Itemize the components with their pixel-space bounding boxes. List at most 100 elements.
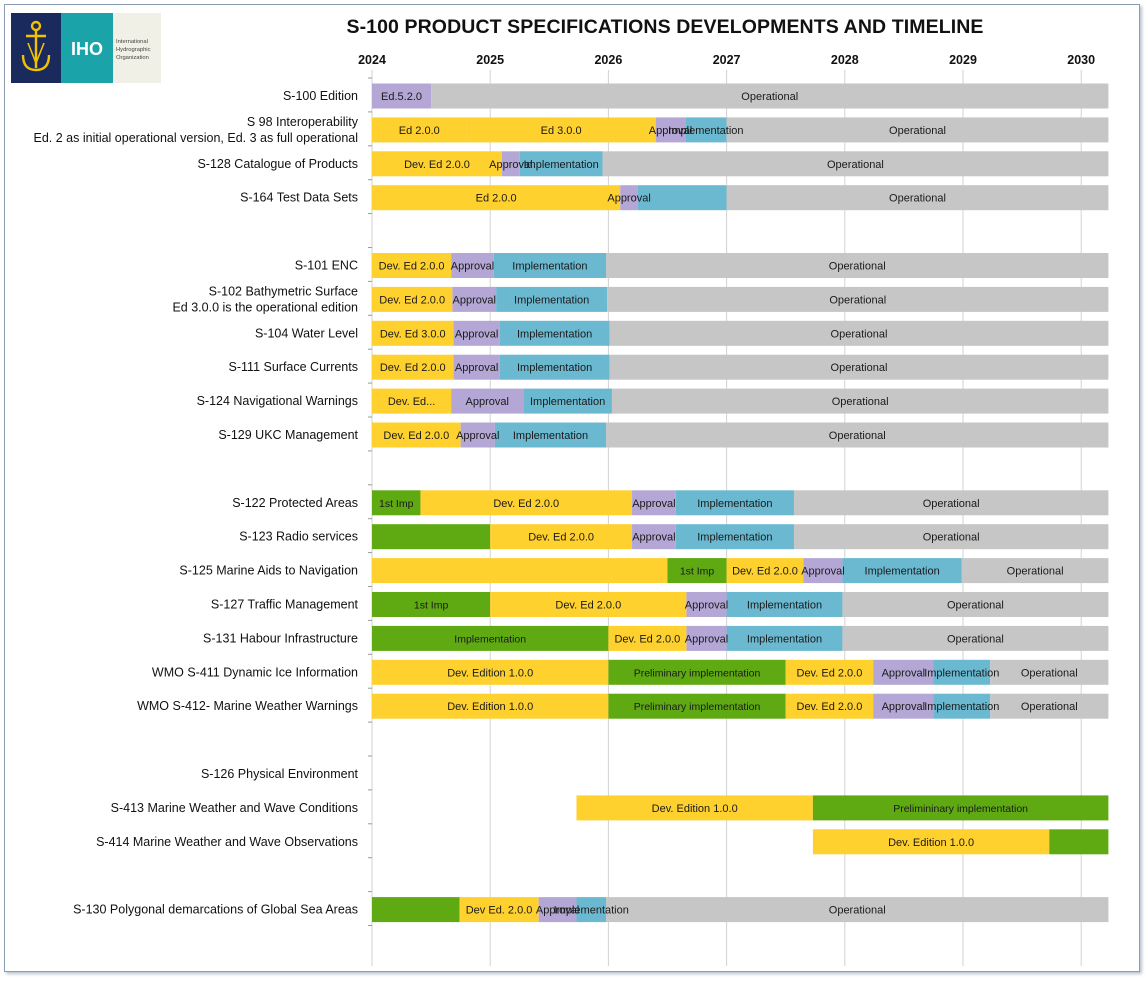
row-label: S-123 Radio services	[239, 530, 358, 544]
gantt-bar-label: 1st Imp	[379, 498, 414, 510]
gantt-bar-implementation	[499, 320, 610, 346]
gantt-bar-label: Operational	[1021, 701, 1078, 713]
gantt-bar-label: Operational	[831, 328, 888, 340]
row-label: S-104 Water Level	[255, 326, 358, 340]
row-label: S-130 Polygonal demarcations of Global S…	[73, 903, 358, 917]
row-label: S-164 Test Data Sets	[240, 191, 358, 205]
gantt-bar-dev	[372, 354, 454, 380]
gantt-bar-label: Approval	[649, 125, 692, 137]
gantt-bar-label: Approval	[685, 600, 728, 612]
gantt-bar-dev	[459, 897, 539, 923]
gantt-bar-implementation	[675, 490, 794, 516]
row-label: S 98 Interoperability	[247, 115, 359, 129]
logo-line-3: Organization	[116, 55, 149, 61]
gantt-bar-label: Dev. Ed 2.0.0	[404, 159, 470, 171]
x-tick-label: 2030	[1067, 53, 1095, 67]
gantt-bar-dev	[490, 592, 687, 617]
gantt-bar-label: Preliminary implementation	[634, 667, 761, 679]
gantt-bar-green	[667, 558, 727, 584]
logo-text-panel	[113, 13, 161, 83]
gantt-bar-operational	[611, 388, 1109, 414]
logo-line-2: Hydrographic	[116, 47, 151, 53]
row-label: Ed 3.0.0 is the operational edition	[172, 300, 358, 314]
logo-line-1: International	[116, 39, 148, 45]
row-label: WMO S-412- Marine Weather Warnings	[137, 699, 358, 713]
gantt-bar-label: Approval	[456, 430, 499, 442]
row-label: S-128 Catalogue of Products	[197, 157, 358, 171]
gantt-bar-label: Implementation	[517, 362, 592, 374]
gantt-bar-label: Operational	[741, 91, 798, 103]
gantt-bar-label: Operational	[947, 633, 1004, 645]
gantt-bar-dev	[608, 625, 687, 651]
gantt-bar-approval	[451, 388, 524, 414]
gantt-bar-green	[372, 625, 609, 651]
gantt-bar-implementation	[726, 625, 843, 651]
gantt-bar-approval	[686, 592, 727, 617]
gantt-bar-implementation	[576, 897, 607, 923]
gantt-bar-label: Dev. Ed 2.0.0	[493, 498, 559, 510]
gantt-bar-green	[372, 524, 491, 550]
gantt-bar-label: Implementation	[554, 905, 629, 917]
gantt-bar-operational	[842, 625, 1109, 651]
gantt-bar-dev	[372, 320, 454, 346]
gantt-bar-implementation	[675, 524, 794, 550]
x-tick-label: 2029	[949, 53, 977, 67]
gantt-bar-label: Dev. Ed 3.0.0	[380, 328, 446, 340]
gantt-bar-label: Operational	[832, 396, 889, 408]
gantt-bar-label: Implementation	[524, 159, 599, 171]
gantt-bar-operational	[606, 897, 1109, 923]
gantt-bar-label: Dev. Ed...	[388, 396, 435, 408]
gantt-bar-label: Ed 3.0.0	[541, 125, 582, 137]
gantt-bar-implementation	[842, 558, 962, 584]
x-tick-label: 2024	[358, 53, 386, 67]
gantt-bar-dev	[726, 558, 804, 584]
gantt-bar-label: Dev. Ed 2.0.0	[555, 600, 621, 612]
gantt-bar-operational	[606, 422, 1109, 448]
gantt-bar-operational	[602, 151, 1109, 177]
gantt-bar-dev	[812, 829, 1050, 855]
gantt-bar-label: 1st Imp	[680, 566, 715, 578]
gantt-bar-operational	[961, 558, 1109, 584]
gantt-bar-label: Dev. Ed 2.0.0	[528, 532, 594, 544]
gantt-bar-label: Approval	[607, 193, 650, 205]
gantt-bar-label: Approval	[455, 328, 498, 340]
gantt-bar-operational	[607, 286, 1109, 312]
gantt-bar-label: Dev. Ed 2.0.0	[614, 633, 680, 645]
gantt-bar-operational	[793, 490, 1109, 516]
gantt-bar-green	[608, 693, 786, 719]
x-tick-label: 2025	[476, 53, 504, 67]
gantt-bar-label: Implementation	[512, 261, 587, 273]
gantt-bar-approval	[453, 354, 500, 380]
gantt-bar-label: Implementation	[668, 125, 743, 137]
gantt-bar-approval	[803, 558, 843, 584]
gantt-bar-dev	[466, 117, 656, 143]
gantt-bar-label: Operational	[889, 193, 946, 205]
gantt-bar-implementation	[685, 117, 727, 143]
gantt-bar-label: Dev. Ed 2.0.0	[379, 294, 445, 306]
gantt-bar-label: Approval	[685, 633, 728, 645]
gantt-bar-label: Operational	[831, 362, 888, 374]
gantt-bar-dev	[372, 151, 503, 177]
gantt-bar-approval	[632, 524, 676, 550]
gantt-bar-label: Operational	[829, 430, 886, 442]
gantt-bar-label: Dev. Ed 2.0.0	[383, 430, 449, 442]
row-label: S-111 Surface Currents	[229, 360, 358, 374]
row-label: S-102 Bathymetric Surface	[209, 284, 358, 298]
gantt-bar-label: Implementation	[924, 667, 999, 679]
gantt-bar-approval	[452, 286, 497, 312]
gantt-bar-label: Approval	[489, 159, 532, 171]
gantt-bar-implementation	[496, 286, 608, 312]
x-tick-label: 2027	[713, 53, 741, 67]
gantt-bar-dev	[372, 253, 452, 278]
gantt-bar-label: Ed 2.0.0	[476, 193, 517, 205]
gantt-bar-label: Prelimininary implementation	[893, 803, 1028, 815]
gantt-bar-operational	[726, 185, 1109, 211]
row-label: S-125 Marine Aids to Navigation	[179, 564, 358, 578]
gantt-bar-dev	[372, 558, 668, 584]
gantt-bar-label: Implementation	[747, 633, 822, 645]
gantt-bar-operational	[793, 524, 1109, 550]
row-label: S-126 Physical Environment	[201, 767, 359, 781]
gantt-bar-green	[1049, 829, 1109, 855]
gantt-bar-label: Approval	[632, 498, 675, 510]
